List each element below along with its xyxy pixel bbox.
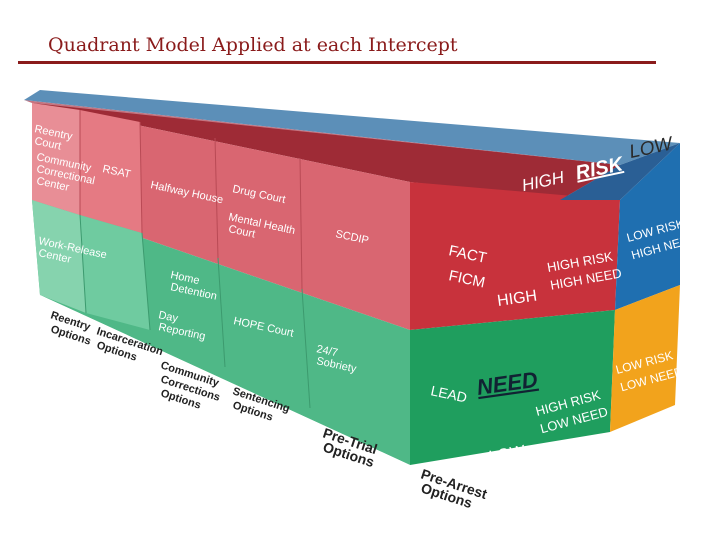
need-low-label: LOW xyxy=(488,443,528,466)
need-high-label: HIGH xyxy=(496,288,538,310)
quadrant-low-risk-low-need-face xyxy=(610,285,680,432)
page-title: Quadrant Model Applied at each Intercept xyxy=(48,34,458,56)
program-label: Day xyxy=(157,309,179,325)
column-shade-1 xyxy=(32,103,80,215)
column-dividers xyxy=(79,110,303,290)
program-label: Court xyxy=(33,135,62,152)
program-label: 24/7 xyxy=(315,343,338,359)
quadrant-high-risk-low-need-face xyxy=(410,310,615,465)
top-face-back xyxy=(24,90,680,165)
column-shade-2-low xyxy=(80,215,150,330)
column-dividers-lower xyxy=(79,214,311,409)
program-label: Home xyxy=(169,269,200,287)
program-label: LEAD xyxy=(429,382,468,405)
column-shade-2 xyxy=(80,110,142,233)
program-label: Court xyxy=(227,223,256,240)
top-face-blue xyxy=(560,143,680,200)
quadrant-low-risk-high-need-face xyxy=(615,143,680,310)
quadrant-high-risk-high-need-face xyxy=(410,182,620,330)
top-face-front-red xyxy=(32,103,620,200)
program-label: RSAT xyxy=(101,163,132,181)
bottom-edge-green xyxy=(40,295,410,500)
title-underline xyxy=(18,61,656,64)
column-shade-1-low xyxy=(32,200,86,313)
